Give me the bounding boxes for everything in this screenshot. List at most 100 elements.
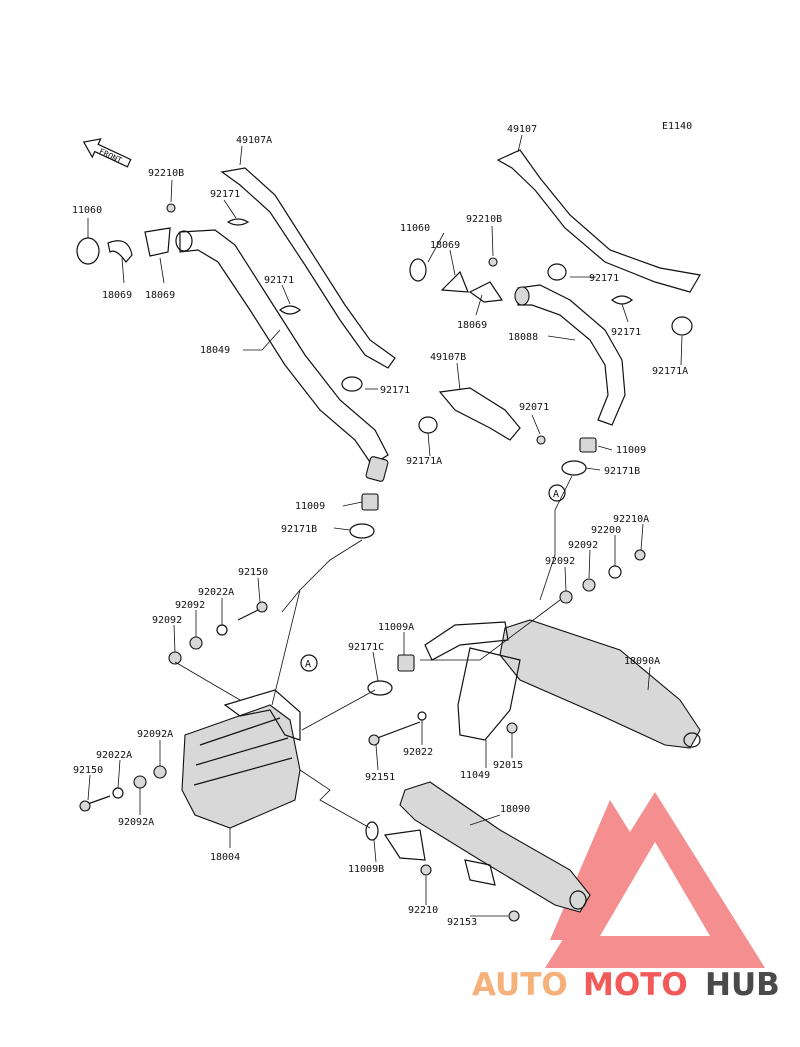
part-label: 11009 <box>616 445 646 456</box>
grommet-92092-l2 <box>189 636 203 650</box>
part-label: 11009B <box>348 864 384 875</box>
grommet-92092a-l1 <box>153 765 167 779</box>
part-label: 92171 <box>611 327 641 338</box>
gasket-right <box>409 258 427 282</box>
washer-92022a-lower <box>112 787 124 799</box>
muffler-top <box>223 689 301 741</box>
collar-92200 <box>608 565 622 579</box>
ref-marker-a-lower-label: A <box>305 659 311 670</box>
silencer-lower-inlet <box>383 829 426 861</box>
clamp-92171c <box>367 680 393 696</box>
part-label: 18049 <box>200 345 230 356</box>
part-label: 92171C <box>348 642 384 653</box>
part-label: 18090 <box>500 804 530 815</box>
part-label: 92092 <box>175 600 205 611</box>
part-label: 18090A <box>624 656 660 667</box>
leader-lines <box>87 134 683 917</box>
washer-92022 <box>417 711 427 721</box>
ref-marker-a-upper <box>548 484 566 502</box>
part-label: 18069 <box>430 240 460 251</box>
part-label: 92022 <box>403 747 433 758</box>
silencer-lower <box>399 781 591 913</box>
muffler-ribs <box>193 717 293 786</box>
nut-92210b-left <box>166 203 176 213</box>
heat-shield-49107b <box>438 387 521 441</box>
nut-92015 <box>506 722 518 734</box>
bolt-92150-upper-head <box>256 601 268 613</box>
bracket-lower <box>464 859 496 886</box>
part-label: 92022A <box>198 587 234 598</box>
nut-92210a <box>634 549 646 561</box>
clamp-92171-e <box>611 295 633 305</box>
part-label: 18069 <box>457 320 487 331</box>
bolt-92153 <box>508 910 520 922</box>
part-label: 92151 <box>365 772 395 783</box>
part-label: 49107B <box>430 352 466 363</box>
part-label: 18004 <box>210 852 240 863</box>
part-label: 92015 <box>493 760 523 771</box>
gasket-11009a <box>397 654 415 672</box>
part-label: 92092 <box>545 556 575 567</box>
part-label: 92150 <box>238 567 268 578</box>
clamp-92171a-right <box>671 316 693 336</box>
grommet-92092-r1 <box>559 590 573 604</box>
part-label: 92022A <box>96 750 132 761</box>
part-label: 92171 <box>264 275 294 286</box>
watermark-text: AUTO MOTO HUB <box>472 967 780 1003</box>
front-arrow-icon: FRONT <box>82 138 132 168</box>
part-label: 92153 <box>447 917 477 928</box>
clamp-92171-a <box>226 218 250 226</box>
clamp-92171a-mid <box>418 416 438 434</box>
pipe-inlet-right <box>514 286 530 306</box>
part-label: 92210 <box>408 905 438 916</box>
part-label: 92092A <box>137 729 173 740</box>
part-label: 92171B <box>281 524 317 535</box>
collar-left <box>365 456 389 482</box>
muffler-chamber <box>181 704 301 829</box>
nut-92210 <box>420 864 432 876</box>
nut-92210b-right <box>488 257 498 267</box>
part-label: 92092A <box>118 817 154 828</box>
part-label: 11060 <box>72 205 102 216</box>
part-label: 49107A <box>236 135 272 146</box>
part-label: 92171 <box>380 385 410 396</box>
bolt-92151 <box>371 721 421 741</box>
clamp-92171-d <box>547 263 567 281</box>
heat-shield-right <box>496 149 701 293</box>
header-pipe-right <box>517 284 626 426</box>
bracket-11049 <box>457 647 521 741</box>
ref-marker-a-upper-label: A <box>553 489 559 500</box>
heat-shield-left <box>220 167 396 369</box>
gasket-11009-right <box>579 437 597 453</box>
gasket-11009-left <box>361 493 379 511</box>
part-label: 92200 <box>591 525 621 536</box>
part-label: 92171 <box>210 189 240 200</box>
clamp-92171-c <box>341 376 363 392</box>
silencer-lower-outlet <box>569 890 587 910</box>
flange-18069-d <box>468 281 504 303</box>
part-label: 18069 <box>102 290 132 301</box>
part-label: 49107 <box>507 124 537 135</box>
silencer-right-outlet <box>683 732 701 748</box>
part-label: 18088 <box>508 332 538 343</box>
flange-18069-a <box>107 240 133 263</box>
flange-18069-c <box>440 270 469 293</box>
part-label: 92071 <box>519 402 549 413</box>
grommet-92092-r2 <box>582 578 596 592</box>
watermark-word-moto: MOTO <box>583 967 688 1003</box>
part-label: 92171A <box>406 456 442 467</box>
grommet-92092a-l2 <box>133 775 147 789</box>
flange-18069-b <box>144 227 171 257</box>
diagram-code: E1140 <box>662 121 692 132</box>
ref-marker-a-lower <box>300 654 318 672</box>
bolt-92150-lower-head <box>79 800 91 812</box>
watermark-word-auto: AUTO <box>472 967 568 1003</box>
part-label: 18069 <box>145 290 175 301</box>
part-label: 92171B <box>604 466 640 477</box>
part-label: 92150 <box>73 765 103 776</box>
part-label: 92092 <box>568 540 598 551</box>
part-label: 92092 <box>152 615 182 626</box>
pipe-inlet-left <box>175 230 193 252</box>
silencer-right <box>499 619 701 749</box>
